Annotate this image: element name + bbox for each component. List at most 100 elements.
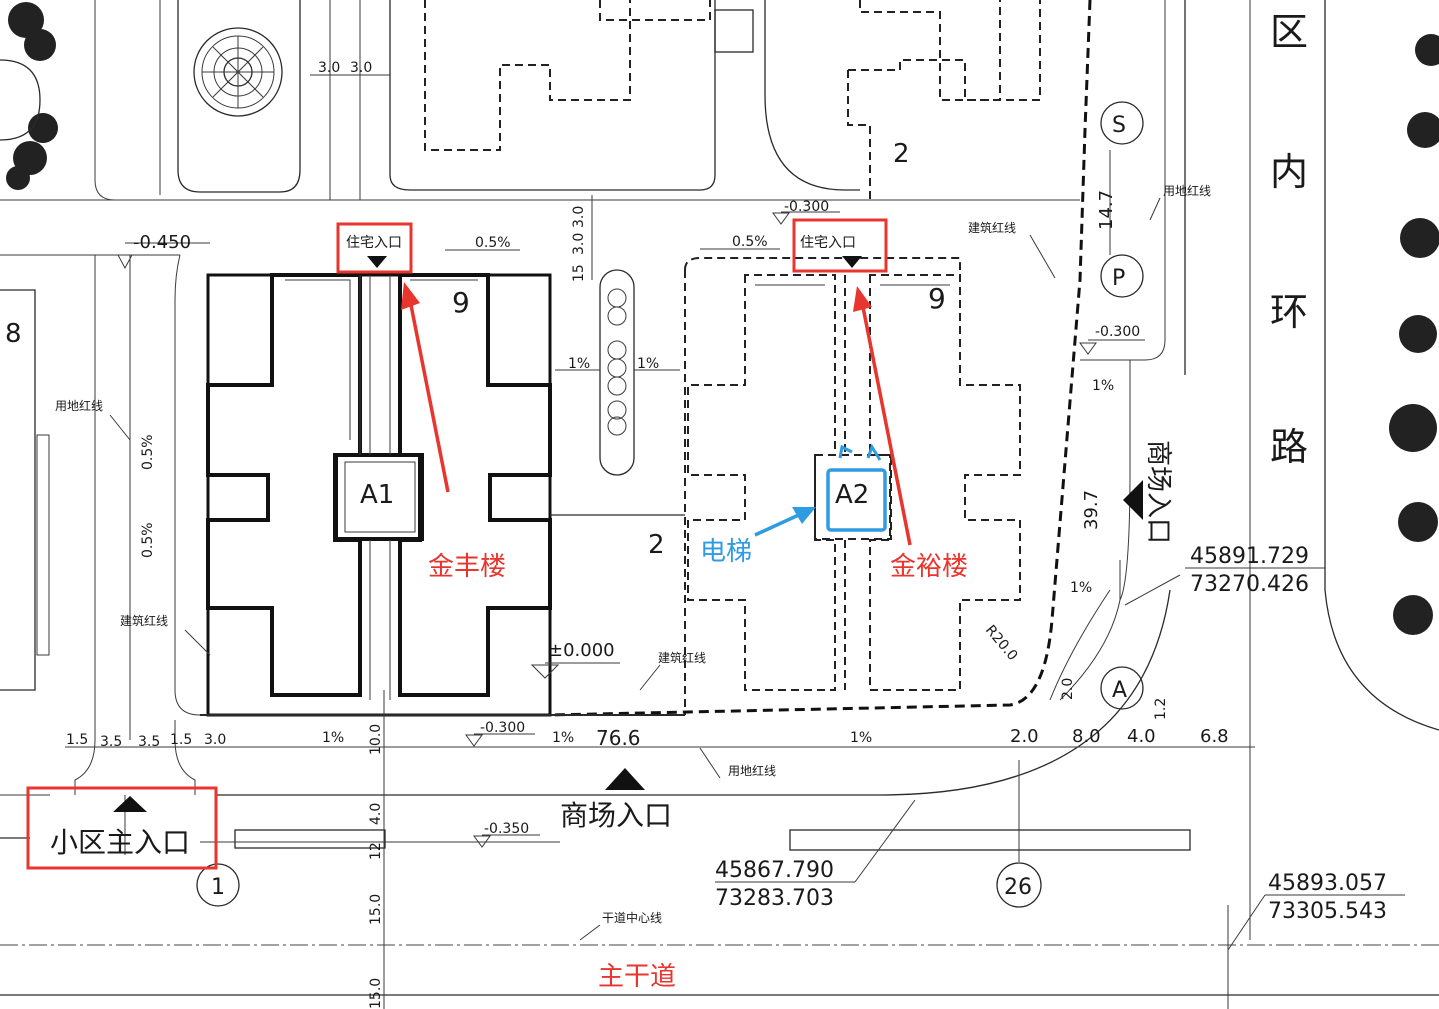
road-char-2: 内 xyxy=(1270,150,1308,194)
main-road-label: 主干道 xyxy=(598,962,676,992)
a1-floors: 9 xyxy=(452,286,470,319)
road-centerline-label: 干道中心线 xyxy=(602,910,662,925)
elev-2: -0.300 xyxy=(784,199,829,215)
arrow-head-a2 xyxy=(853,286,872,312)
elev-6: ±0.000 xyxy=(548,640,615,661)
site-boundary xyxy=(200,0,1092,717)
north-building-floors: 2 xyxy=(893,139,910,169)
dim-v8: 15.0 xyxy=(368,978,384,1009)
elevation-marks: -0.450 -0.300 -0.300 -0.300 -0.350 ±0.00… xyxy=(117,199,1145,848)
road-char-1: 区 xyxy=(1270,10,1308,54)
slope-bottom-3: 1% xyxy=(850,730,872,746)
dim-east-2: 39.7 xyxy=(1081,490,1102,530)
dim-b3: 3.5 xyxy=(138,734,160,750)
coord-3-y: 73305.543 xyxy=(1268,899,1387,924)
marker-26: 26 xyxy=(1004,875,1032,900)
grid-markers: S P A 1 26 xyxy=(196,101,1144,908)
slope-bottom-2: 1% xyxy=(552,730,574,746)
arrow-head-a1 xyxy=(401,282,420,310)
elevator-annotation[interactable]: 电梯 xyxy=(700,443,887,567)
elev-1: -0.450 xyxy=(133,232,191,253)
elev-5: -0.350 xyxy=(484,821,529,837)
elev-4: -0.300 xyxy=(480,720,525,736)
between-floors: 2 xyxy=(648,530,665,560)
dim-v7: 15.0 xyxy=(368,894,384,925)
residential-entry-a2-group[interactable]: 住宅入口 xyxy=(792,218,888,273)
slope-top-a2: 0.5% xyxy=(732,234,768,250)
a2-name: 金裕楼 xyxy=(890,552,968,582)
slope-bottom-1: 1% xyxy=(322,730,344,746)
mall-entry-east: 商场入口 xyxy=(1143,440,1173,544)
road-char-3: 环 xyxy=(1270,290,1308,334)
land-red-line-left: 用地红线 xyxy=(55,398,103,413)
dim-v3: 15 xyxy=(571,264,587,282)
slope-1a: 1% xyxy=(568,356,590,372)
dims-bottom: 1.5 3.5 3.5 1.5 3.0 76.6 2.0 8.0 4.0 6.8… xyxy=(65,622,1255,1009)
dim-r2: 8.0 xyxy=(1072,726,1101,747)
trees-right xyxy=(1389,34,1439,635)
dim-v2: 3.0 xyxy=(571,233,587,255)
building-red-line-north: 建筑红线 xyxy=(968,220,1016,235)
slope-left-1: 0.5% xyxy=(140,434,156,470)
circular-plaza xyxy=(159,0,301,195)
dim-v1: 3.0 xyxy=(571,206,587,228)
slope-left-2: 0.5% xyxy=(140,522,156,558)
dim-b4: 1.5 xyxy=(170,732,192,748)
coord-3-x: 45893.057 xyxy=(1268,871,1387,896)
building-a1: A1 9 xyxy=(206,273,552,717)
dim-v5: 4.0 xyxy=(368,803,384,825)
building-a2: A2 9 xyxy=(684,257,1021,715)
dims-top: 3.0 3.0 3.0 3.0 15 14.7 39.7 xyxy=(310,60,1117,530)
slope-east-1: 1% xyxy=(1092,378,1114,394)
community-main-entry-group[interactable]: 小区主入口 xyxy=(26,786,218,870)
land-red-line-south: 用地红线 xyxy=(728,763,776,778)
road-char-4: 路 xyxy=(1270,425,1308,469)
red-line-labels: 用地红线 用地红线 用地红线 建筑红线 建筑红线 建筑红线 干道中心线 xyxy=(55,183,1211,941)
slope-east-2: 1% xyxy=(1070,580,1092,596)
dim-v6: 12 xyxy=(368,842,384,860)
marker-a: A xyxy=(1112,678,1127,703)
coord-2-x: 45867.790 xyxy=(715,858,834,883)
dim-b2: 3.5 xyxy=(100,734,122,750)
dim-total: 76.6 xyxy=(596,726,641,750)
dim-r3: 4.0 xyxy=(1127,726,1156,747)
coord-2-y: 73283.703 xyxy=(715,886,834,911)
radius-label: R20.0 xyxy=(982,622,1021,664)
building-red-line-left: 建筑红线 xyxy=(120,613,168,628)
coordinate-points: 45891.729 73270.426 45867.790 73283.703 … xyxy=(715,544,1405,1009)
dim-b5: 3.0 xyxy=(204,732,226,748)
dim-r1: 2.0 xyxy=(1010,726,1039,747)
red-annotations: 金丰楼 金裕楼 xyxy=(401,282,968,582)
inner-ring-road-label: 区 内 环 路 xyxy=(1270,10,1308,469)
land-red-line-east: 用地红线 xyxy=(1163,183,1211,198)
dim-top-2: 3.0 xyxy=(350,60,372,76)
dim-top-1: 3.0 xyxy=(318,60,340,76)
marker-p: P xyxy=(1112,266,1125,291)
a1-name: 金丰楼 xyxy=(428,552,506,582)
dim-b1: 1.5 xyxy=(66,732,88,748)
a1-label: A1 xyxy=(360,480,394,510)
mall-entry-south: 商场入口 xyxy=(560,799,672,832)
arrow-head-elevator xyxy=(792,507,816,524)
building-red-line-south: 建筑红线 xyxy=(658,650,706,665)
building-8: 8 xyxy=(0,289,50,691)
dim-v4: 10.0 xyxy=(368,724,384,755)
road-edges-top xyxy=(0,0,1080,716)
inner-ring-road xyxy=(1049,0,1439,940)
dim-r5: 1.2 xyxy=(1153,698,1169,720)
residential-entry-a1-group[interactable]: 住宅入口 xyxy=(336,222,413,274)
slope-top-a1: 0.5% xyxy=(475,235,511,251)
slope-marks: 0.5% 0.5% 0.5% 0.5% 1% 1% 1% 1% 1% xyxy=(140,234,1114,746)
residential-entry-a1: 住宅入口 xyxy=(346,235,402,251)
coord-1-x: 45891.729 xyxy=(1190,544,1309,569)
planter-strip: 1% 1% xyxy=(555,269,680,476)
north-buildings: 2 xyxy=(424,0,1041,200)
entrance-labels: 商场入口 商场入口 主干道 xyxy=(560,440,1173,992)
a2-label: A2 xyxy=(835,480,869,510)
building-8-number: 8 xyxy=(5,319,22,349)
elev-3: -0.300 xyxy=(1095,324,1140,340)
marker-1: 1 xyxy=(211,875,225,900)
trees-left xyxy=(0,2,58,190)
dim-east-1: 14.7 xyxy=(1096,190,1117,230)
